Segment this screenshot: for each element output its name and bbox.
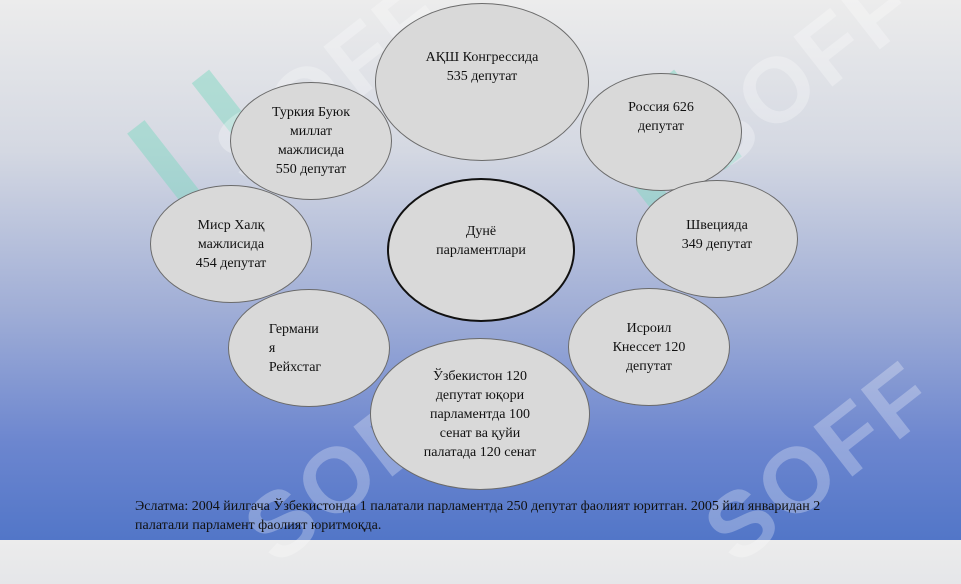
- watermark-text: SOFF: [685, 341, 955, 583]
- node-usa-label: АҚШ Конгрессида 535 депутат: [425, 50, 539, 84]
- node-turkey-label: Туркия Буюк миллат мажлисида 550 депутат: [271, 105, 351, 177]
- node-center-world-parliaments: Дунё парламентлари: [387, 178, 575, 322]
- footnote: Эслатма: 2004 йилгача Ўзбекистонда 1 пал…: [135, 499, 821, 533]
- node-turkey: Туркия Буюк миллат мажлисида 550 депутат: [230, 82, 392, 200]
- node-israel: Исроил Кнессет 120 депутат: [568, 288, 730, 406]
- node-germany: Германи я Рейхстаг: [228, 289, 390, 407]
- node-germany-label: Германи я Рейхстаг: [268, 321, 322, 375]
- node-egypt-label: Миср Халқ мажлисида 454 депутат: [195, 217, 267, 271]
- node-uzbekistan-label: Ўзбекистон 120 депутат юқори парламентда…: [423, 368, 537, 460]
- node-egypt: Миср Халқ мажлисида 454 депутат: [150, 185, 312, 303]
- node-russia: Россия 626 депутат: [580, 73, 742, 191]
- node-uzbekistan: Ўзбекистон 120 депутат юқори парламентда…: [370, 338, 590, 490]
- node-center-label: Дунё парламентлари: [436, 224, 526, 258]
- node-sweden-label: Швецияда 349 депутат: [681, 218, 753, 252]
- node-russia-label: Россия 626 депутат: [628, 100, 694, 134]
- node-usa: АҚШ Конгрессида 535 депутат: [375, 3, 589, 161]
- node-sweden: Швецияда 349 депутат: [636, 180, 798, 298]
- node-israel-label: Исроил Кнессет 120 депутат: [612, 320, 686, 374]
